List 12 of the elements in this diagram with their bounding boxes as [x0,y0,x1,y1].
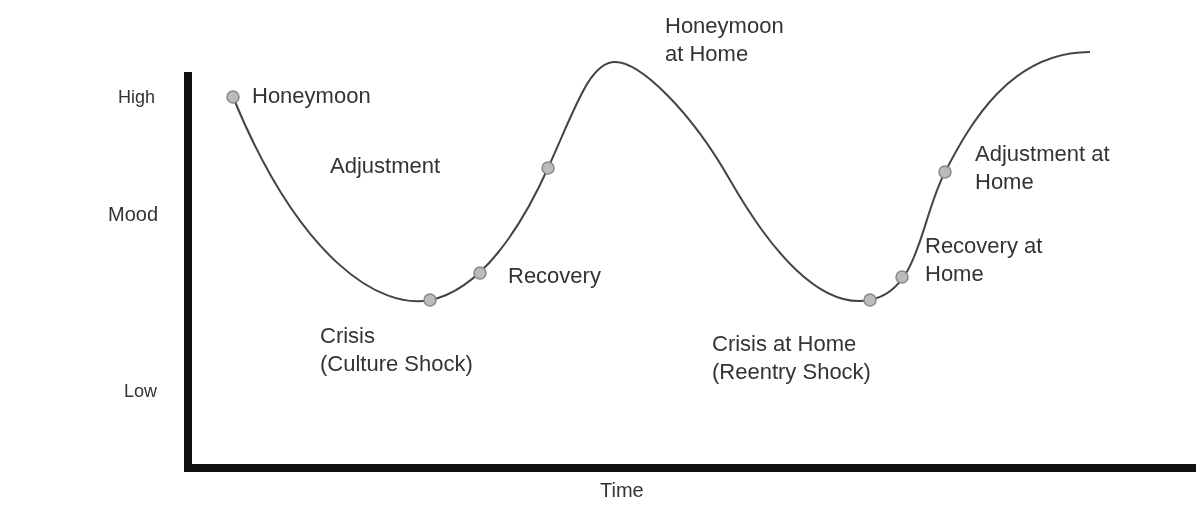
stage-label: Adjustment at Home [975,140,1111,195]
axis-title: Time [600,478,644,503]
stage-label: Adjustment [330,152,441,180]
stage-label: Recovery at Home [925,232,1044,287]
axis-title: Mood [108,202,159,227]
axis-label: Low [124,380,158,403]
stage-label: Crisis at Home (Reentry Shock) [712,330,871,385]
stage-label: Honeymoon at Home [665,12,785,67]
stage-label: Recovery [508,262,601,290]
stage-label: Honeymoon [252,82,371,110]
axis-label: High [118,86,156,109]
stage-label: Crisis (Culture Shock) [320,322,473,377]
